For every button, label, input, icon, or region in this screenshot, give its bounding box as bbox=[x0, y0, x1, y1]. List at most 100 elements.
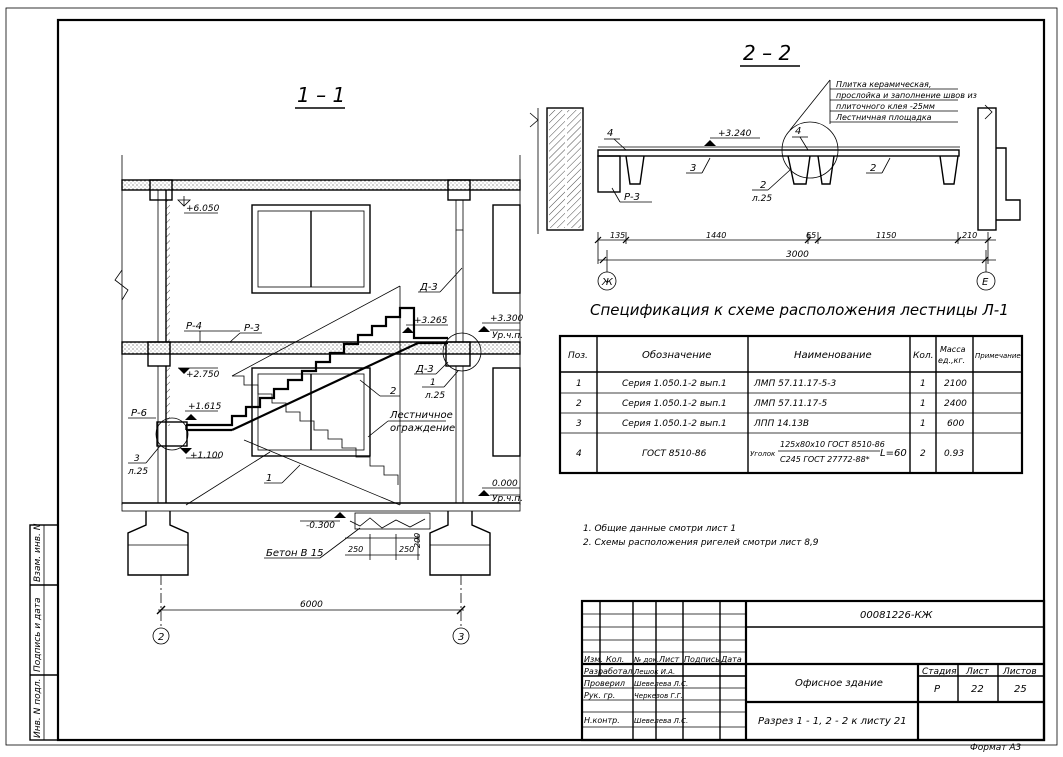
spec-h-mass: Масса bbox=[940, 345, 966, 354]
flight-2-label: 2 bbox=[390, 386, 396, 397]
stamp-name-1: Лешок И.А. bbox=[633, 668, 675, 676]
spec-h-code: Обозначение bbox=[642, 349, 711, 361]
elev-3240: +3.240 bbox=[718, 129, 752, 139]
section-2-title: 2 – 2 bbox=[743, 41, 791, 65]
spec-r4-bottom: С245 ГОСТ 27772-88* bbox=[780, 455, 870, 464]
section-1-title: 1 – 1 bbox=[297, 83, 345, 107]
note-line-1: Плитка керамическая, bbox=[836, 80, 931, 89]
spec-r3-name: ЛПП 14.13В bbox=[753, 419, 809, 429]
spec-r2-mass: 2400 bbox=[944, 399, 967, 409]
stamp-role-1: Разработал bbox=[584, 667, 632, 676]
format-label: Формат А3 bbox=[970, 743, 1022, 753]
dim-6000: 6000 bbox=[300, 600, 323, 610]
spec-r4-code: ГОСТ 8510-86 bbox=[642, 449, 707, 459]
spec-r3-code: Серия 1.050.1-2 вып.1 bbox=[622, 419, 727, 429]
spec-r2-qty: 1 bbox=[920, 399, 926, 409]
note-line-4: Лестничная площадка bbox=[835, 113, 932, 122]
note-1: 1. Общие данные смотри лист 1 bbox=[583, 524, 736, 534]
spec-r3-qty: 1 bbox=[920, 419, 926, 429]
note-line-3: плиточного клея -25мм bbox=[836, 102, 935, 111]
stamp-role-2: Проверил bbox=[584, 679, 625, 688]
spec-r2-pos: 2 bbox=[576, 399, 582, 409]
label-d3-mid: Д-3 bbox=[415, 364, 434, 375]
pos-2a-sheet: л.25 bbox=[751, 194, 772, 204]
table-row: 1 Серия 1.050.1-2 вып.1 ЛМП 57.11.17-5-3… bbox=[576, 379, 967, 389]
node-3-sheet: л.25 bbox=[127, 467, 148, 477]
spec-r4-pos: 4 bbox=[576, 449, 582, 459]
spec-r4-mass: 0.93 bbox=[944, 449, 964, 459]
pos-2a: 2 bbox=[760, 180, 766, 191]
node-1-sheet: л.25 bbox=[424, 391, 445, 401]
table-row: 2 Серия 1.050.1-2 вып.1 ЛМП 57.11.17-5 1… bbox=[576, 399, 967, 409]
spec-r4-qty: 2 bbox=[920, 449, 926, 459]
stamp-name-3: Черкезов Г.Г. bbox=[634, 692, 683, 700]
spec-r3-mass: 600 bbox=[947, 419, 964, 429]
dim-65: 65 bbox=[806, 231, 816, 240]
spec-r4-suffix: L=60 bbox=[880, 448, 907, 459]
stamp-sheets-label: Листов bbox=[1002, 667, 1037, 677]
spec-r4-top: 125х80х10 ГОСТ 8510-86 bbox=[780, 440, 885, 449]
pos-2b: 2 bbox=[870, 163, 876, 174]
spec-r1-pos: 1 bbox=[576, 379, 582, 389]
spec-title: Спецификация к схеме расположения лестни… bbox=[590, 301, 1009, 319]
stamp-col-sign: Подпись bbox=[684, 655, 720, 664]
elev-1615: +1.615 bbox=[188, 402, 222, 412]
stamp-col-ndok: № док. bbox=[633, 656, 659, 664]
note-2: 2. Схемы расположения ригелей смотри лис… bbox=[583, 538, 819, 548]
stamp-role-4: Н.контр. bbox=[584, 716, 620, 725]
spec-table: Спецификация к схеме расположения лестни… bbox=[558, 301, 1024, 475]
note-line-2: прослойка и заполнение швов из bbox=[836, 91, 977, 100]
spec-r1-name: ЛМП 57.11.17-5-3 bbox=[753, 379, 836, 389]
stamp-sheet: 22 bbox=[971, 684, 984, 695]
outer-frame bbox=[5, 7, 1058, 746]
side-stamp-vzam: Взам. инв. N bbox=[33, 523, 43, 582]
elev-3300-label: Ур.ч.п. bbox=[492, 331, 523, 341]
dim-1150: 1150 bbox=[876, 231, 896, 240]
node-3-label: 3 bbox=[134, 454, 140, 464]
table-row: 3 Серия 1.050.1-2 вып.1 ЛПП 14.13В 1 600 bbox=[576, 419, 964, 429]
spec-r3-pos: 3 bbox=[576, 419, 582, 429]
elev-2750: +2.750 bbox=[186, 370, 220, 380]
pos-4b: 4 bbox=[795, 126, 801, 137]
railing-label-1: Лестничное bbox=[389, 410, 453, 421]
stamp-name-4: Шевелева Л.С. bbox=[634, 717, 688, 725]
spec-r1-code: Серия 1.050.1-2 вып.1 bbox=[622, 379, 727, 389]
axis-zh-label: Ж bbox=[601, 277, 614, 288]
stamp-building: Офисное здание bbox=[795, 678, 883, 689]
stamp-sheets: 25 bbox=[1014, 684, 1027, 695]
side-stamp-sign: Подпись и дата bbox=[33, 597, 43, 672]
stamp-stage: Р bbox=[934, 684, 941, 695]
label-p4: Р-4 bbox=[186, 321, 202, 332]
dim-3000: 3000 bbox=[786, 250, 809, 260]
elev-6050: +6.050 bbox=[186, 204, 220, 214]
flight-1-label: 1 bbox=[266, 473, 272, 484]
elev-3300: +3.300 bbox=[490, 314, 524, 324]
dim-200: 200 bbox=[413, 533, 422, 548]
dim-135: 135 bbox=[610, 231, 625, 240]
pos-4a: 4 bbox=[607, 128, 613, 139]
doc-code: 00081226-КЖ bbox=[860, 610, 934, 621]
spec-h-name: Наименование bbox=[794, 350, 872, 361]
axis-3-marker bbox=[452, 627, 470, 645]
elev-1100: +1.100 bbox=[190, 451, 224, 461]
beam-p3-2: Р-3 bbox=[624, 192, 640, 203]
side-stamp-inv: Инв. N подл. bbox=[33, 679, 43, 738]
axis-3-label: 3 bbox=[458, 632, 464, 643]
stamp-col-date: Дата bbox=[720, 655, 742, 664]
stamp-col-list: Лист bbox=[658, 655, 680, 664]
label-p3: Р-3 bbox=[244, 323, 260, 334]
spec-h-pos: Поз. bbox=[568, 351, 588, 361]
spec-r1-qty: 1 bbox=[920, 379, 926, 389]
dim-210: 210 bbox=[962, 231, 977, 240]
stamp-role-3: Рук. гр. bbox=[584, 691, 615, 700]
spec-r1-mass: 2100 bbox=[944, 379, 967, 389]
spec-h-mass-2: ед.,кг. bbox=[938, 356, 965, 365]
title-block: 00081226-КЖ Изм. Кол. № док. Лист Подпис… bbox=[580, 599, 1046, 742]
label-p6: Р-6 bbox=[131, 408, 147, 419]
node-1-label: 1 bbox=[430, 378, 436, 388]
spec-h-note: Примечание bbox=[975, 352, 1021, 360]
axis-e-label: Е bbox=[982, 277, 989, 288]
spec-h-qty: Кол. bbox=[913, 351, 934, 361]
dim-250a: 250 bbox=[348, 545, 363, 554]
